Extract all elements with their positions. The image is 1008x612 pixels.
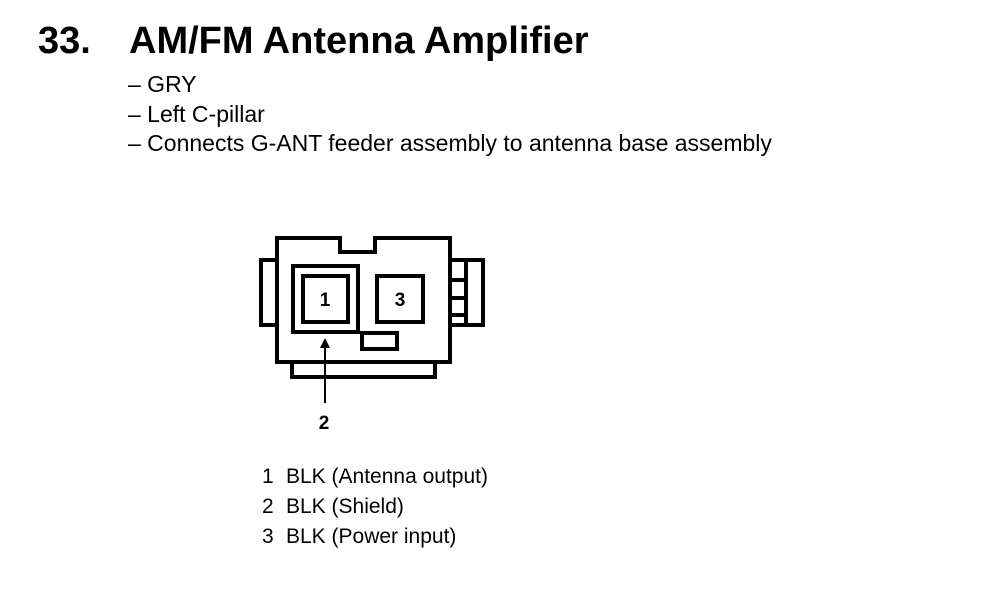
- pin-row: 3 BLK (Power input): [262, 522, 488, 552]
- terminal-1-outer: [291, 264, 360, 334]
- note-location: – Left C-pillar: [128, 100, 265, 127]
- connector-bottom-lip: [290, 362, 437, 379]
- pin-description: BLK (Power input): [286, 525, 457, 548]
- pin-description: BLK (Antenna output): [286, 465, 488, 488]
- section-heading: 33. AM/FM Antenna Amplifier: [0, 16, 1008, 66]
- connector-housing: [275, 236, 452, 364]
- section-title: AM/FM Antenna Amplifier: [129, 20, 589, 62]
- pin-number: 2: [262, 495, 274, 518]
- component-notes: – GRY – Left C-pillar – Connects G-ANT f…: [128, 70, 772, 159]
- terminal-1-label: 1: [320, 290, 331, 311]
- pin-list: 1 BLK (Antenna output) 2 BLK (Shield) 3 BLK…: [262, 462, 488, 552]
- terminal-3: [375, 274, 425, 324]
- connector-left-tab: [259, 258, 277, 327]
- terminal-1-inner: [301, 274, 350, 324]
- pin-number: 3: [262, 525, 274, 548]
- pin-number: 1: [262, 465, 274, 488]
- pin-row: 2 BLK (Shield): [262, 492, 488, 522]
- terminal-3-label: 3: [395, 290, 406, 311]
- section-number: 33.: [38, 20, 91, 62]
- callout-label: 2: [319, 413, 330, 434]
- pin-row: 1 BLK (Antenna output): [262, 462, 488, 492]
- note-connection: – Connects G-ANT feeder assembly to ante…: [128, 130, 772, 156]
- pin-description: BLK (Shield): [286, 495, 404, 518]
- connector-key-slot: [360, 331, 399, 351]
- note-color: – GRY: [128, 71, 197, 97]
